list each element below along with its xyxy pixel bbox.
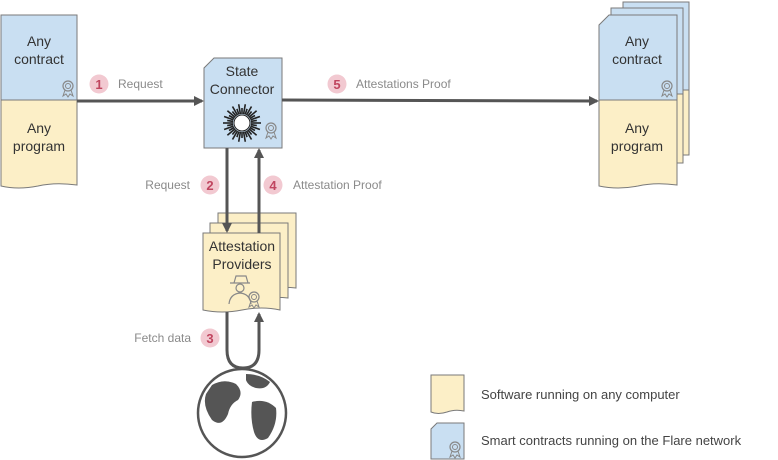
step-5: 5 Attestations Proof [327,74,451,94]
sun-ray [250,115,261,121]
sun-ray [223,115,234,121]
legend: Software running on any computer Smart c… [430,374,742,460]
providers-doc-front [202,232,281,313]
sun-ray [223,125,234,131]
left-program-section [0,99,78,189]
legend-label-software: Software running on any computer [481,387,680,402]
sun-ray [228,114,235,120]
legend-swatch-software [430,374,465,414]
step-badge [327,74,347,94]
sun-ray [249,126,256,132]
sun-ray [247,110,253,117]
step-badge [263,175,283,195]
legend-item-smart-contracts: Smart contracts running on the Flare net… [430,422,742,460]
sun-ray [236,131,240,138]
step-badge [200,175,220,195]
sun-ray [249,114,256,120]
right-program-section [598,99,678,189]
sun-ray [231,110,237,117]
sun-ray [236,108,240,115]
legend-item-software: Software running on any computer [430,374,680,414]
legend-label-smart-contracts: Smart contracts running on the Flare net… [481,433,742,448]
arrow-attestations-proof-5 [281,95,599,106]
arrow-fetch-data-3 [225,312,264,370]
step-badge [89,74,109,94]
legend-swatch-smart-contracts [430,422,465,460]
sun-ray [250,123,257,127]
step-label: Fetch data [134,331,191,345]
globe-icon [196,367,288,459]
sun-ray [244,131,248,138]
sun-ray [250,119,257,123]
sun-ray [248,128,258,136]
sun-ray [248,110,258,118]
step-2: 2 Request [145,175,220,195]
sun-burst-icon [223,104,261,142]
sun-ray [245,106,253,116]
state-connector-box [203,57,283,149]
sun-ray [250,125,261,131]
step-number: 5 [333,77,340,92]
sun-ray [237,131,242,142]
sun-ray [231,130,239,140]
sun-ray [226,128,236,136]
step-1: 1 Request [89,74,163,94]
step-label: Request [118,77,163,91]
flow-arrows [77,95,599,370]
sun-ray [242,104,247,115]
sun-core [233,114,251,132]
sun-ray [242,131,247,142]
step-3: 3 Fetch data [134,328,220,348]
sun-ray [227,119,234,123]
sun-ray [226,110,236,118]
step-label: Attestation Proof [293,178,382,192]
sun-ray [245,130,253,140]
step-number: 1 [95,77,102,92]
sun-ray [244,108,248,115]
sun-ray [247,129,253,136]
sun-ray [231,106,239,116]
sun-ray [227,123,234,127]
step-4: 4 Attestation Proof [263,175,382,195]
sun-ray [237,104,242,115]
sun-ray [228,126,235,132]
step-label: Attestations Proof [356,77,451,91]
step-label: Request [145,178,190,192]
step-number: 2 [206,178,213,193]
step-badge [200,328,220,348]
sun-ray [231,129,237,136]
step-number: 4 [269,178,277,193]
step-number: 3 [206,331,213,346]
